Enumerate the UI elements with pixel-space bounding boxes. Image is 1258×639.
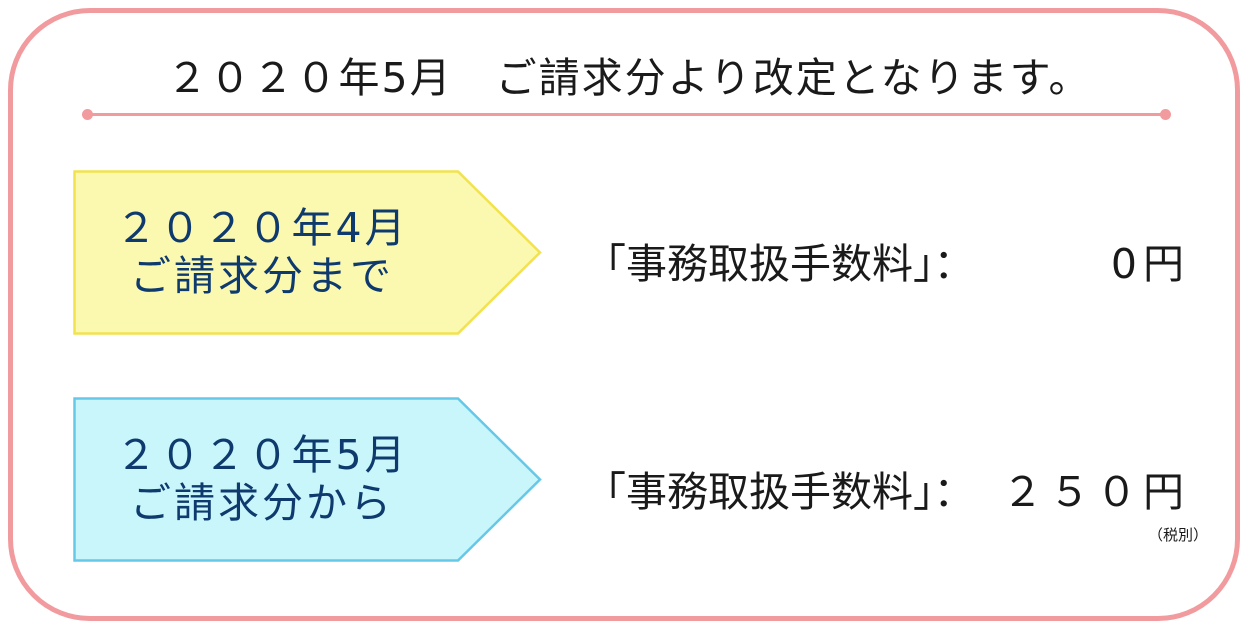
fee-label: 「事務取扱手数料」： — [585, 240, 975, 288]
fee-row-from-may: 「事務取扱手数料」： ２５０円 — [585, 458, 1190, 518]
fee-label: 「事務取扱手数料」： — [585, 468, 975, 516]
arrow-shape-blue — [73, 397, 542, 562]
period-line2: ご請求分まで — [130, 251, 394, 300]
period-label: ２０２０年4月 ご請求分まで — [73, 170, 451, 335]
period-arrow-until-april: ２０２０年4月 ご請求分まで — [73, 170, 543, 335]
period-line1: ２０２０年4月 — [115, 204, 409, 253]
rule-right-dot — [1160, 109, 1171, 120]
period-label: ２０２０年5月 ご請求分から — [73, 397, 451, 562]
period-arrow-from-may: ２０２０年5月 ご請求分から — [73, 397, 543, 562]
period-line1: ２０２０年5月 — [115, 431, 409, 480]
rule-left-dot — [82, 109, 93, 120]
fee-amount: 0円 — [1110, 240, 1190, 288]
rounded-frame — [8, 8, 1240, 621]
period-line2: ご請求分から — [130, 478, 394, 527]
divider-rule — [88, 113, 1166, 116]
tax-note: （税別） — [1148, 526, 1209, 544]
fee-amount: ２５０円 — [1002, 468, 1190, 516]
fee-row-until-april: 「事務取扱手数料」： 0円 — [585, 230, 1190, 290]
headline: ２０２０年5月 ご請求分より改定となります。 — [166, 54, 1092, 102]
arrow-shape-yellow — [73, 170, 542, 335]
